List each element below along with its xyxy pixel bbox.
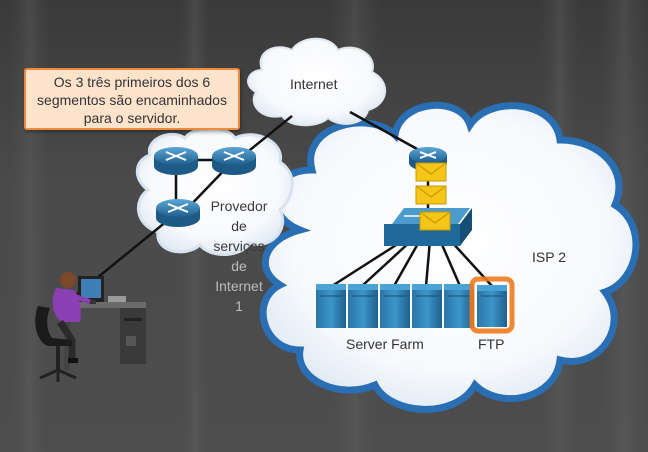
isp1-label: Provedor de serviços de Internet 1 — [208, 196, 270, 316]
server-icon — [380, 284, 410, 328]
link-switch-server1 — [331, 238, 405, 288]
isp1-label-line: Provedor — [210, 198, 268, 214]
isp1-label-line: de — [231, 218, 247, 234]
isp2-cloud — [259, 101, 640, 413]
server-icon — [444, 284, 474, 328]
server-farm-label: Server Farm — [346, 336, 424, 352]
link-switch-server3 — [392, 239, 422, 287]
link-switch-server4 — [424, 239, 432, 287]
server-farm — [316, 284, 474, 328]
link-switch-server5 — [438, 239, 462, 287]
server-icon — [412, 284, 442, 328]
envelope-icon — [415, 162, 447, 182]
envelope-icon — [415, 185, 447, 205]
isp2-label: ISP 2 — [532, 249, 566, 265]
envelope-icon — [419, 211, 451, 231]
isp1-label-line: de — [231, 258, 247, 274]
link-internet-isp2 — [349, 110, 429, 157]
ftp-label: FTP — [478, 336, 505, 352]
isp1-label-line: 1 — [235, 298, 243, 314]
server-icon — [316, 284, 346, 328]
server-icon — [348, 284, 378, 328]
isp1-label-line: Internet — [215, 278, 263, 294]
callout-line: para o servidor. — [83, 110, 181, 126]
ftp-highlight — [469, 276, 515, 334]
server-icon — [477, 285, 507, 327]
user-workstation-icon — [35, 272, 146, 382]
router-icon — [154, 147, 198, 175]
callout-line: Os 3 três primeiros dos 6 — [53, 74, 211, 90]
link-switch-server2 — [361, 239, 413, 287]
router-icon — [212, 147, 256, 175]
callout-line: segmentos são encaminhados — [37, 92, 227, 108]
internet-cloud — [247, 37, 387, 127]
router-icon — [156, 199, 200, 227]
internet-label: Internet — [290, 76, 338, 92]
callout-box: Os 3 três primeiros dos 6 segmentos são … — [24, 68, 240, 130]
isp1-label-line: serviços — [213, 238, 265, 254]
